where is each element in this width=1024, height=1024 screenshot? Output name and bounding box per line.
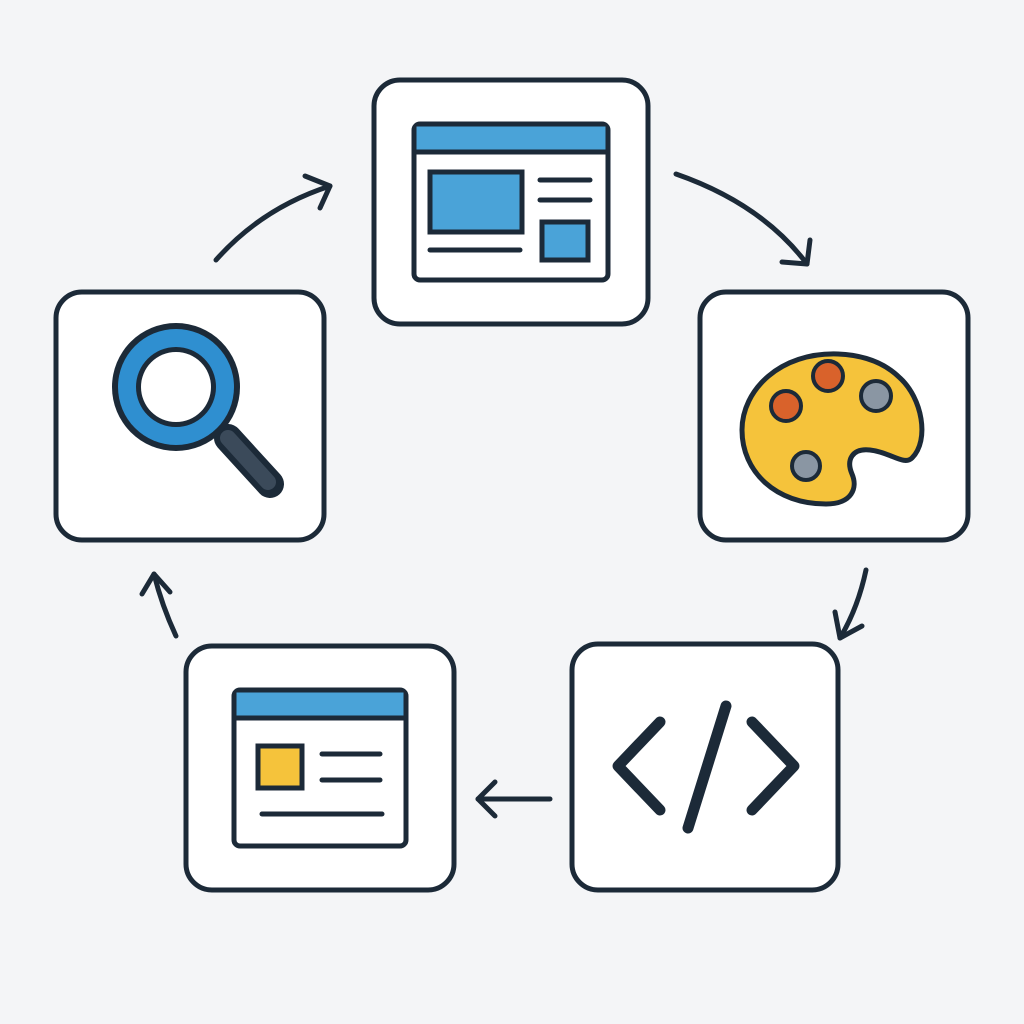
paint-palette-icon [739,351,925,507]
browser-window-content-icon [231,687,409,849]
arrow-research-to-wireframe [213,173,333,263]
code-brackets-icon [612,700,800,834]
magnifying-glass-icon [112,323,284,498]
arrow-design-to-develop [832,567,869,641]
arrow-develop-to-launch [475,779,553,819]
step-card-launch [183,643,457,893]
step-card-design [697,289,971,543]
step-card-research [53,289,327,543]
step-card-wireframe [371,77,651,327]
browser-window-layout-icon [411,121,611,283]
arrow-launch-to-research [139,571,179,639]
arrow-wireframe-to-design [673,171,813,267]
step-card-develop [569,641,841,893]
